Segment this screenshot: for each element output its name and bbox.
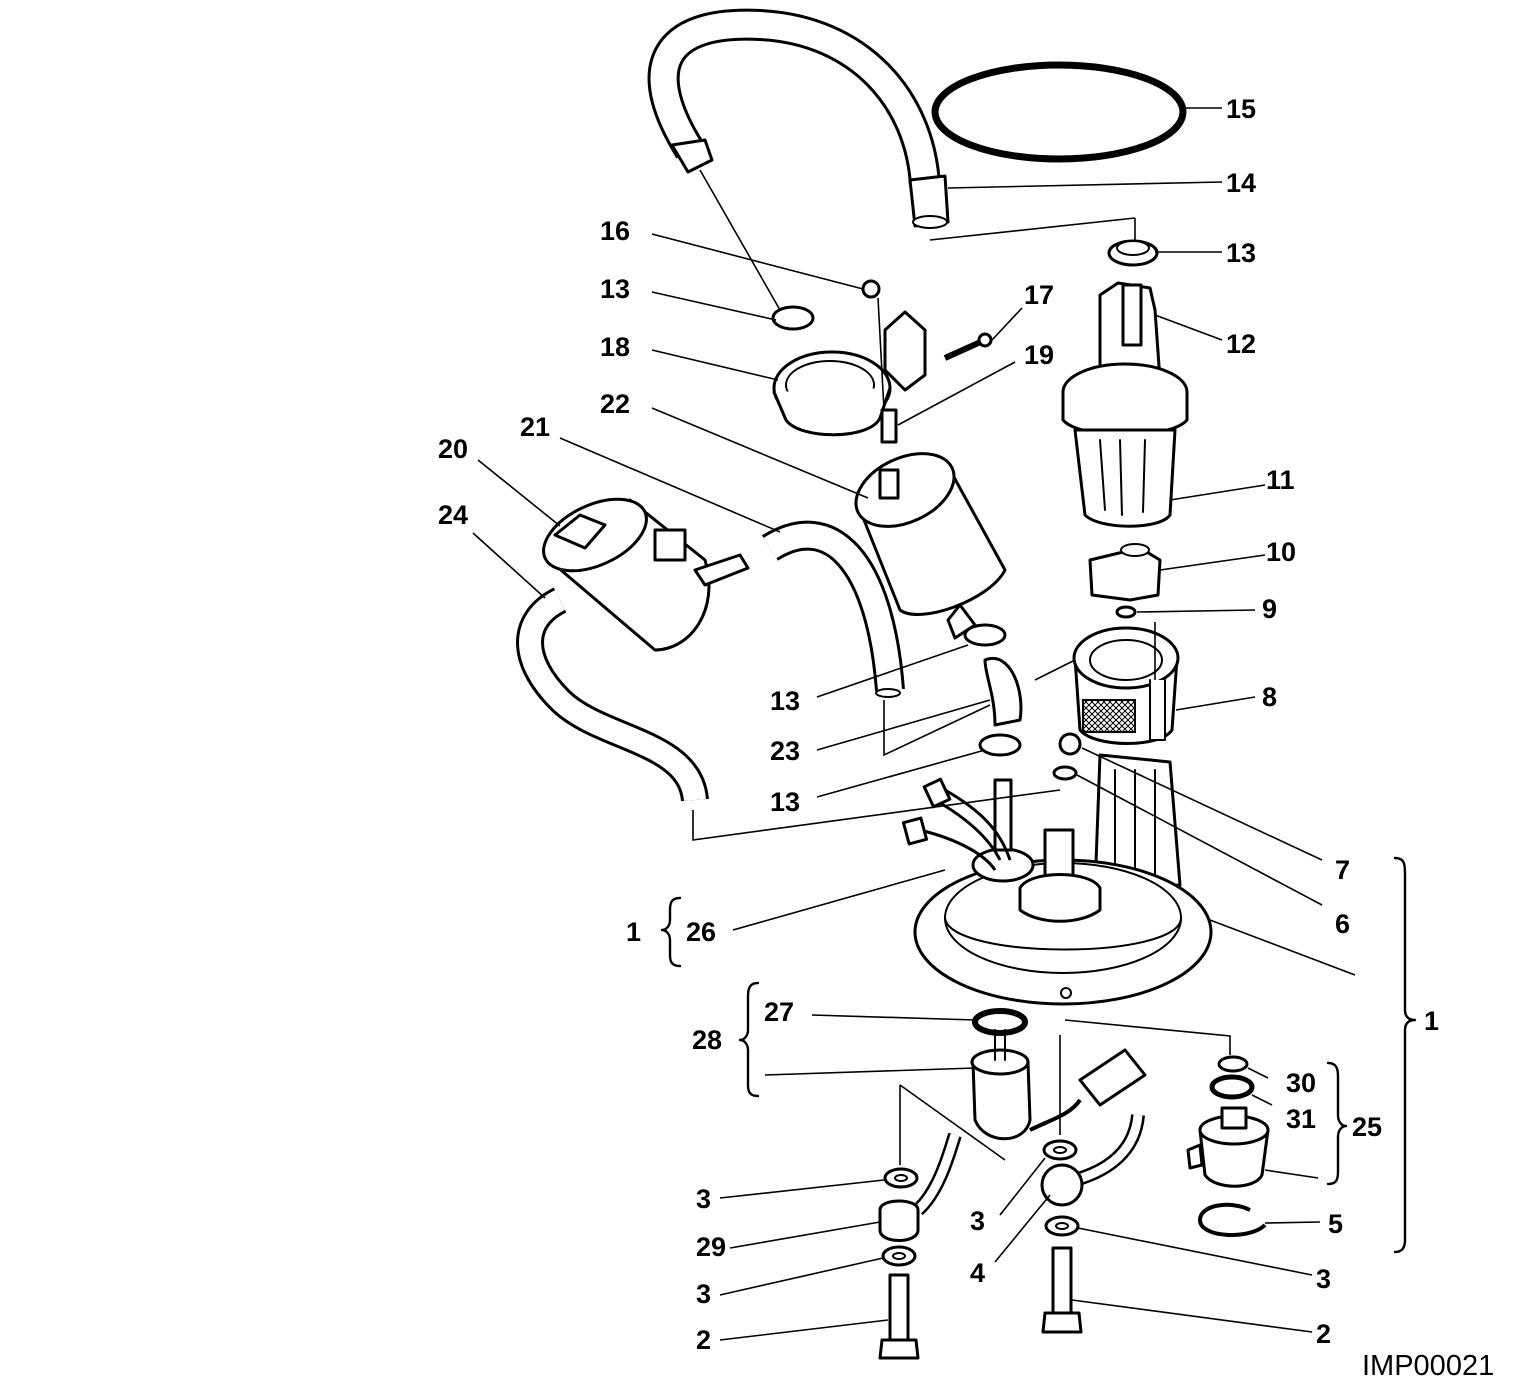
part-13-clamp-mid [963,623,1007,647]
part-3-washer-upper-left [883,1167,919,1189]
part-29-banjo-fitting [878,1132,962,1242]
part-14-hose [647,8,950,229]
part-13-clamp-low [978,733,1022,757]
part-13-clamp-left [771,305,815,331]
part-16-nut [861,279,881,299]
callout-23: 23 [770,736,800,766]
part-7-screw [1058,732,1082,756]
part-3-washer-lower-right [1044,1215,1080,1237]
callout-10: 10 [1266,537,1296,567]
callout-31: 31 [1286,1104,1316,1134]
brace-right-25 [1326,1061,1348,1186]
callout-21: 21 [520,412,550,442]
callout-13-mid: 13 [770,686,800,716]
callout-6: 6 [1335,909,1350,939]
part-21-curved-hose [761,520,905,698]
connector-plug [1029,1048,1147,1132]
callout-1-left: 1 [626,917,641,947]
part-1-flange-assembly [913,753,1213,1006]
part-8-filter [1072,626,1180,745]
brace-left-26 [660,896,682,968]
part-9-small-ring [1115,605,1137,619]
callout-11: 11 [1266,465,1295,495]
part-26-wiring-harness [901,777,1012,871]
part-18-strap [772,350,892,437]
part-15-gasket-ring [931,61,1187,163]
callout-12: 12 [1226,329,1256,359]
part-25-pressure-regulator [1186,1106,1270,1188]
part-13-clamp-top [1107,239,1159,267]
part-5-circlip [1197,1202,1267,1237]
part-2-bolt-right [1041,1246,1083,1334]
part-2-bolt-left [878,1273,920,1360]
callout-19: 19 [1024,340,1054,370]
callout-2-left: 2 [696,1325,711,1355]
callout-14: 14 [1226,168,1256,198]
part-17-screw [943,332,993,361]
callout-3-a: 3 [696,1184,711,1214]
part-22-fuel-filter [854,452,1007,640]
callout-15: 15 [1226,94,1256,124]
bracket-plate [883,310,927,392]
part-11-pump-body [1073,428,1177,528]
callout-7: 7 [1335,855,1350,885]
callout-30: 30 [1286,1068,1316,1098]
callout-3-b: 3 [696,1279,711,1309]
callout-3-d: 3 [1316,1264,1331,1294]
callout-26: 26 [686,917,716,947]
part-23-short-hose [983,656,1023,727]
brace-right-1 [1393,856,1417,1254]
part-10-connector [1088,543,1162,602]
part-24-bent-hose [516,587,709,803]
part-6-washer [1052,765,1078,781]
callout-17: 17 [1024,280,1054,310]
callout-22: 22 [600,389,630,419]
part-3-washer-upper-right [1042,1139,1078,1161]
part-31-seal [1209,1074,1255,1100]
callout-13-top: 13 [1226,238,1256,268]
part-4-banjo-fitting [1040,1114,1145,1207]
callout-24: 24 [438,500,468,530]
part-20-pump-cartridge [542,497,750,652]
callout-27: 27 [764,997,794,1027]
callout-16: 16 [600,216,630,246]
brace-left-28 [738,981,760,1098]
callout-20: 20 [438,434,468,464]
callout-1-right: 1 [1424,1006,1439,1036]
callout-25: 25 [1352,1112,1382,1142]
callout-13-left: 13 [600,274,630,304]
drawing-code: IMP00021 [1362,1350,1494,1382]
callout-3-c: 3 [970,1206,985,1236]
callout-13-low: 13 [770,787,800,817]
callout-29: 29 [696,1232,726,1262]
part-19-bolt [880,408,898,444]
part-27-o-ring [972,1008,1028,1036]
callout-9: 9 [1262,594,1277,624]
callout-5: 5 [1328,1209,1343,1239]
part-30-small-seal [1217,1055,1249,1073]
callout-4: 4 [970,1258,985,1288]
part-12-pump-head [1061,281,1189,437]
leader-lines [472,107,1356,1341]
part-28-pump-lower [970,1029,1032,1141]
callout-2-right: 2 [1316,1319,1331,1349]
callout-8: 8 [1262,682,1277,712]
callout-18: 18 [600,332,630,362]
callout-28: 28 [692,1025,722,1055]
part-3-washer-lower-left [881,1245,917,1267]
